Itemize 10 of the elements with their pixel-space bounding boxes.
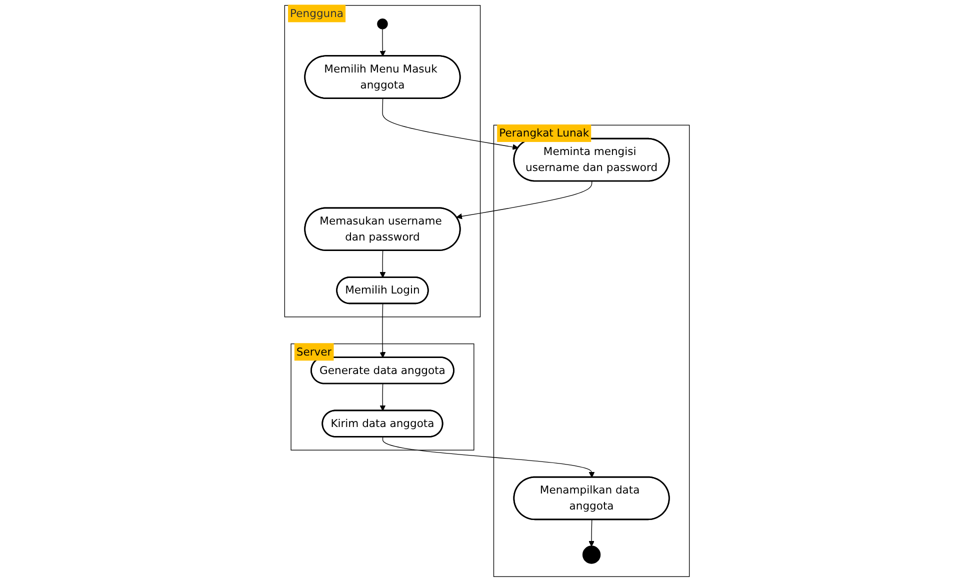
arrow: [380, 384, 386, 412]
arrow: [588, 519, 594, 547]
arrow: [382, 436, 595, 478]
node-circle: [582, 546, 601, 564]
arrow: [380, 28, 386, 56]
node-circle: [377, 18, 388, 30]
arrow: [380, 250, 386, 278]
arrow: [380, 303, 386, 358]
arrow: [382, 98, 518, 150]
arrow: [456, 181, 592, 220]
